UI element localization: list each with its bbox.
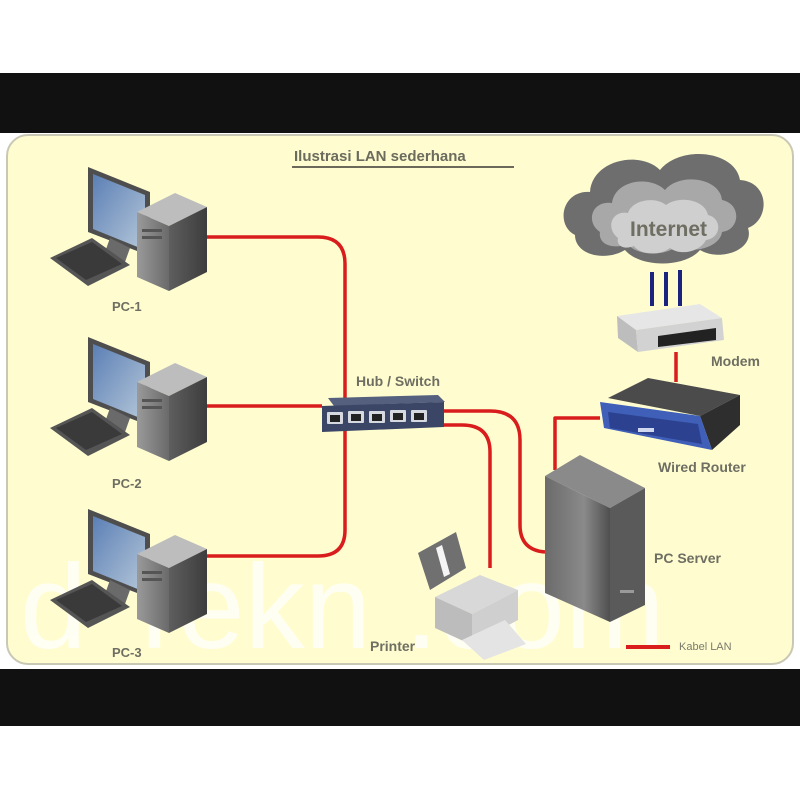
- cloud-icon: [563, 153, 764, 264]
- modem-icon: [617, 304, 724, 352]
- cable-hub-printer: [438, 423, 492, 568]
- pc-3[interactable]: PC-3: [50, 509, 207, 660]
- wired-router-label: Wired Router: [658, 459, 746, 475]
- bottom-black-bar: [0, 669, 800, 726]
- hub-switch-label: Hub / Switch: [356, 373, 440, 389]
- legend: Kabel LAN: [626, 641, 732, 653]
- cable-pc3-hub: [207, 430, 347, 558]
- cable-server-router: [553, 416, 600, 470]
- pc-2-label: PC-2: [112, 476, 142, 491]
- pc-1-label: PC-1: [112, 299, 142, 314]
- pc-1[interactable]: PC-1: [50, 167, 207, 314]
- pc-3-label: PC-3: [112, 645, 142, 660]
- wired-router[interactable]: Wired Router: [600, 378, 746, 475]
- network-switch-icon: [322, 395, 445, 432]
- modem[interactable]: Modem: [617, 304, 760, 369]
- top-black-bar: [0, 73, 800, 133]
- pc-2[interactable]: PC-2: [50, 337, 207, 491]
- pc-server-label: PC Server: [654, 550, 721, 566]
- internet-cloud[interactable]: Internet: [563, 153, 764, 264]
- desktop-computer-icon: [50, 337, 207, 461]
- cable-hub-server: [444, 409, 546, 554]
- hub-switch[interactable]: Hub / Switch: [322, 373, 445, 432]
- server-tower-icon: [545, 455, 645, 622]
- modem-label: Modem: [711, 353, 760, 369]
- router-icon: [600, 378, 740, 450]
- internet-label: Internet: [630, 218, 707, 241]
- internet-uplinks: [650, 270, 682, 306]
- desktop-computer-icon: [50, 167, 207, 291]
- desktop-computer-icon: [50, 509, 207, 633]
- cable-pc1-hub: [207, 235, 347, 400]
- printer[interactable]: Printer: [370, 532, 526, 660]
- lan-cables: [207, 235, 678, 568]
- printer-icon: [418, 532, 526, 660]
- pc-server[interactable]: PC Server: [545, 455, 721, 622]
- diagram-title: Ilustrasi LAN sederhana: [294, 148, 466, 165]
- legend-label: Kabel LAN: [679, 641, 732, 653]
- printer-label: Printer: [370, 638, 416, 654]
